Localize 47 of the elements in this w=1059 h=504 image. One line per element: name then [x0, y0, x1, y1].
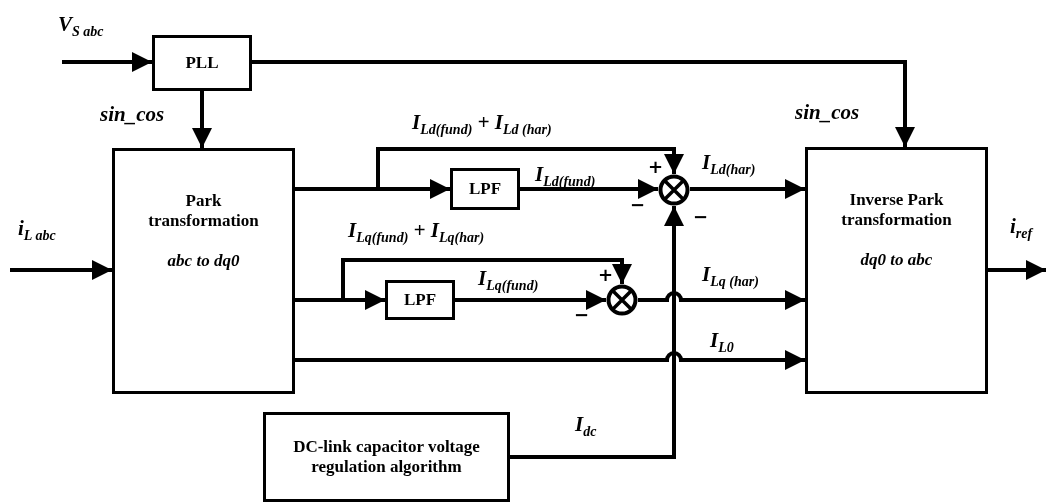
block-subtitle: dq0 to abc [859, 248, 934, 271]
signal-arrow [10, 260, 112, 280]
sign-label: + [598, 266, 614, 284]
signal-arrow [192, 91, 212, 148]
signal-label: sin_cos [100, 104, 165, 125]
signal-label: i$_{L abc}$ [18, 218, 56, 244]
signal-label: I$_{L0}$ [710, 330, 734, 356]
sign-label: − [693, 208, 709, 226]
process-block [385, 280, 455, 320]
signal-arrow [638, 290, 805, 310]
signal-label: I$_{Ld(fund)}$ [535, 164, 596, 190]
sign-label: − [630, 196, 646, 214]
block-title: Park transformation [147, 191, 260, 232]
signal-arrow [510, 206, 684, 459]
process-block [112, 148, 295, 394]
sign-label: − [574, 306, 590, 324]
signal-label: i$_{ref}$ [1010, 216, 1033, 242]
signal-label: I$_{dc}$ [575, 414, 597, 440]
process-block [805, 147, 988, 394]
signal-label: I$_{Lq (har)}$ [702, 264, 759, 290]
signal-arrow [62, 52, 152, 72]
signal-arrow [252, 60, 915, 147]
block-title: Inverse Park transformation [840, 190, 953, 231]
sign-label: + [648, 158, 664, 176]
process-block [450, 168, 520, 210]
signal-arrow [295, 350, 805, 370]
signal-label: sin_cos [795, 102, 860, 123]
signal-label: I$_{Ld(fund)}$ + I$_{Ld (har)}$ [412, 112, 552, 138]
signal-label: I$_{Lq(fund)}$ [478, 268, 539, 294]
signal-label: V$_{S abc}$ [58, 14, 104, 40]
process-block [263, 412, 510, 502]
summing-junction [658, 174, 690, 206]
signal-arrow [520, 179, 658, 199]
block-title: LPF [403, 289, 437, 311]
block-subtitle: abc to dq0 [166, 249, 241, 272]
process-block [152, 35, 252, 91]
signal-label: I$_{Ld(har)}$ [702, 152, 756, 178]
block-title: PLL [185, 52, 219, 74]
signal-arrow [455, 290, 606, 310]
block-title: DC-link capacitor voltage regulation algorithm [292, 436, 481, 478]
signal-arrow [295, 147, 684, 191]
signal-arrow [988, 260, 1046, 280]
summing-junction [606, 284, 638, 316]
block-title: LPF [468, 178, 502, 200]
signal-label: I$_{Lq(fund)}$ + I$_{Lq(har)}$ [348, 220, 485, 246]
signal-arrow [690, 179, 805, 199]
signal-arrow [295, 258, 632, 302]
